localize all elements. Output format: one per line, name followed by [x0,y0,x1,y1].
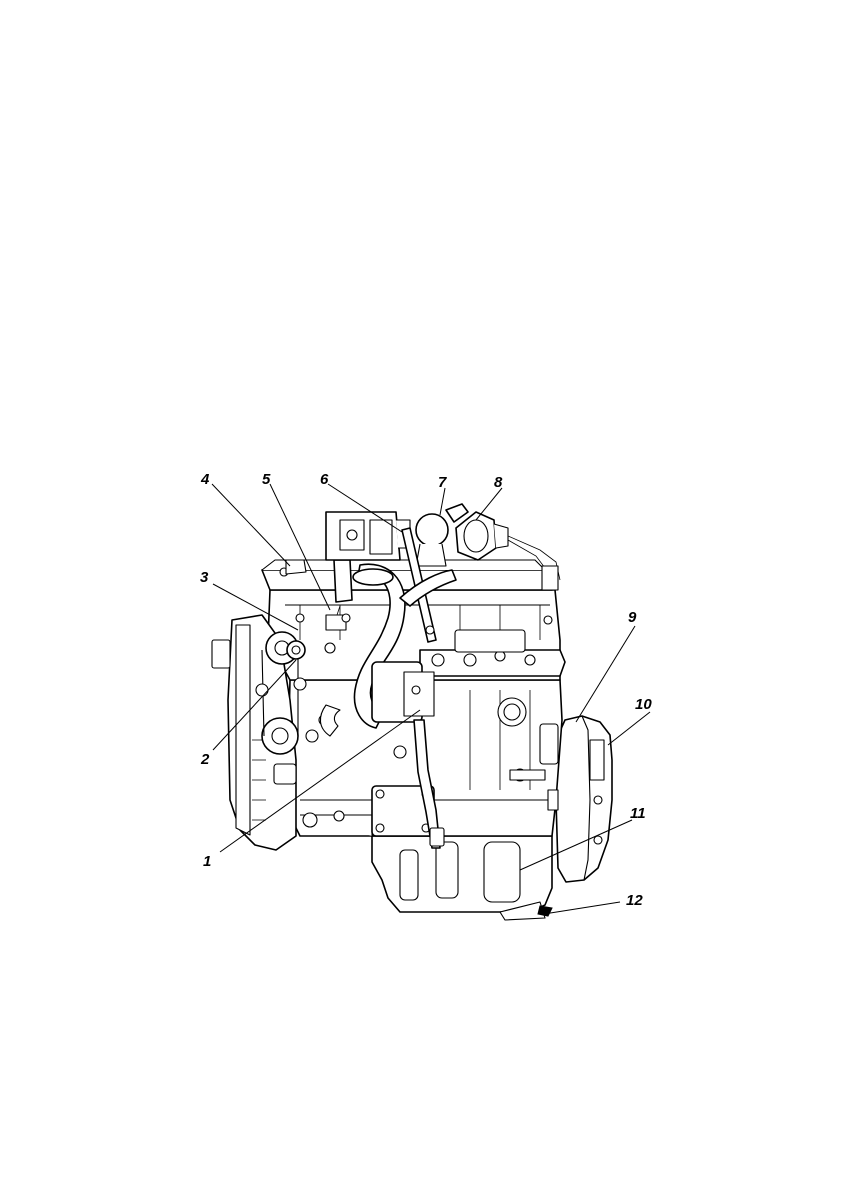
callout-4: 4 [200,471,210,488]
callout-12: 12 [626,892,643,909]
leader-line-9 [576,626,635,722]
callout-9: 9 [628,609,637,626]
callout-2: 2 [200,751,210,768]
engine-drawing [212,504,612,920]
callout-5: 5 [262,471,271,488]
callout-10: 10 [635,696,652,713]
callout-8: 8 [494,474,503,491]
callout-11: 11 [630,805,646,822]
leader-line-4 [212,484,290,566]
leader-line-10 [608,712,650,745]
callout-1: 1 [203,853,211,870]
leader-line-12 [544,902,620,914]
callout-3: 3 [200,569,209,586]
leader-line-8 [476,488,502,520]
callout-7: 7 [438,474,447,491]
leader-line-7 [440,488,445,515]
callout-6: 6 [320,471,329,488]
